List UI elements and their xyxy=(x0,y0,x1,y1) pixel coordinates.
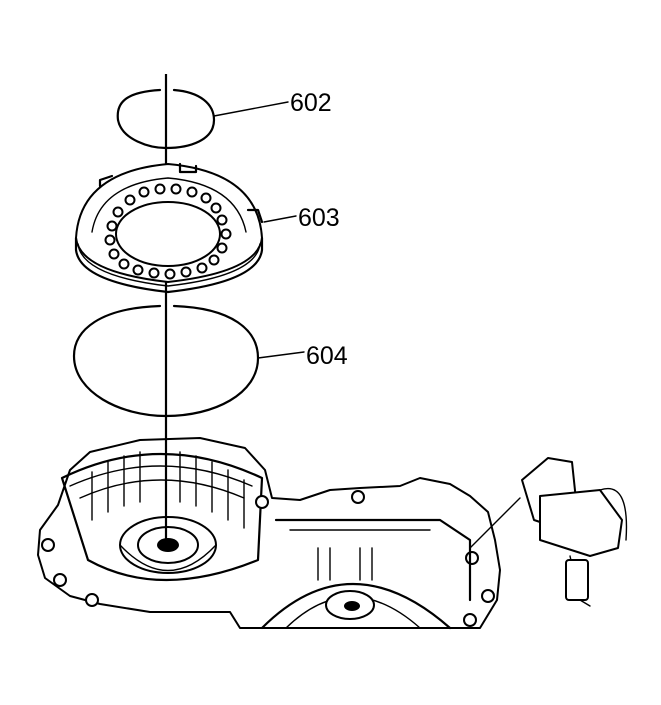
air-nozzle-tool xyxy=(469,457,628,607)
retainer-holes xyxy=(104,183,232,280)
callout-label-602: 602 xyxy=(290,89,332,117)
callout-label-603: 603 xyxy=(298,204,340,232)
case-bolt-holes xyxy=(41,490,495,627)
callout-leaders xyxy=(213,101,305,359)
spring-retainer-603 xyxy=(74,162,264,294)
callout-label-604: 604 xyxy=(306,342,348,370)
transmission-case xyxy=(37,437,501,630)
snap-ring-602 xyxy=(116,88,216,150)
seal-ring-604 xyxy=(72,304,260,418)
